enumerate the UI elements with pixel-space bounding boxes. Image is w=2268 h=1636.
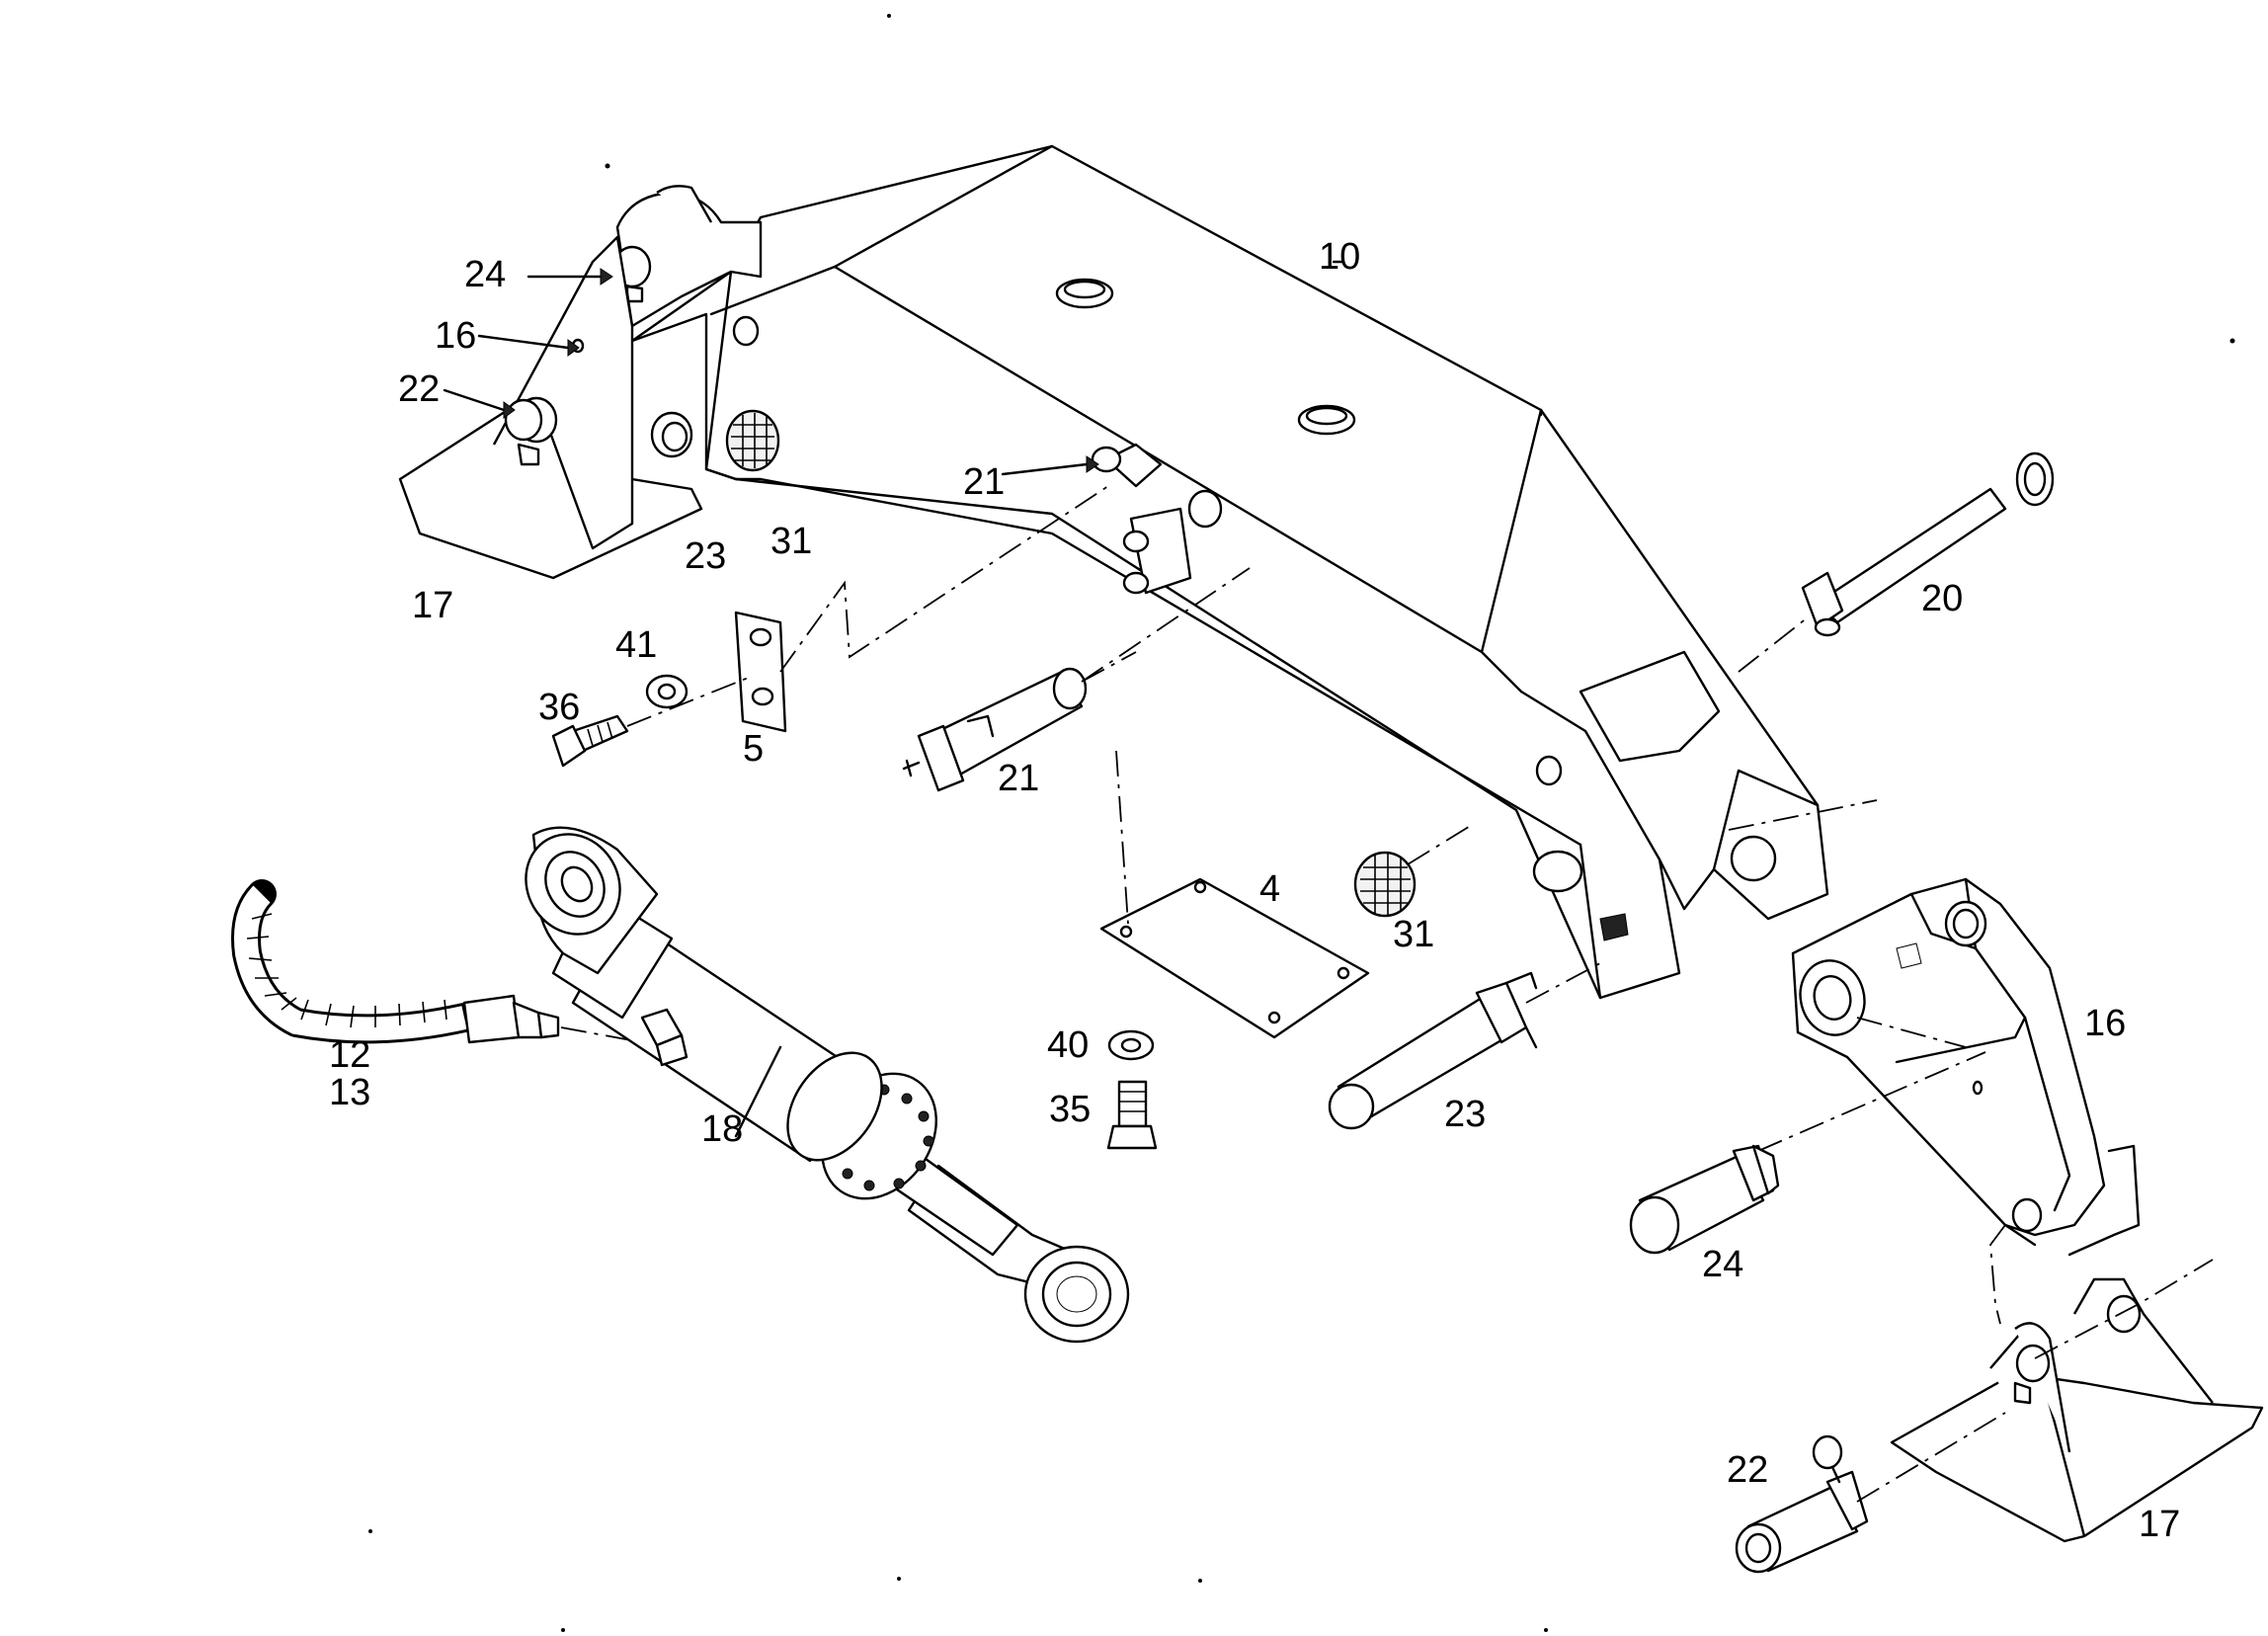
label-22-bottom: 22 (1727, 1449, 1768, 1491)
label-4: 4 (1259, 868, 1280, 910)
label-21-top: 21 (963, 461, 1005, 503)
label-5: 5 (743, 728, 764, 770)
label-20: 20 (1921, 578, 1963, 619)
pin-23 (1328, 971, 1538, 1130)
label-12: 12 (329, 1034, 370, 1076)
hose-12-13 (231, 879, 560, 1044)
label-35: 35 (1049, 1089, 1091, 1130)
bolt-36 (551, 714, 629, 768)
pin-22 (1735, 1434, 1869, 1574)
label-40: 40 (1047, 1024, 1089, 1066)
link-16 (1791, 877, 2141, 1257)
label-10: 10 (1319, 236, 1360, 278)
foot-bracket-left (398, 235, 703, 580)
label-17-top: 17 (412, 585, 453, 626)
label-31-bottom: 31 (1393, 914, 1434, 955)
label-22-top: 22 (398, 368, 440, 410)
scan-specks (368, 14, 2235, 1632)
label-13: 13 (329, 1072, 370, 1113)
washer-40 (1107, 1029, 1155, 1061)
label-23-top: 23 (685, 535, 726, 577)
label-18: 18 (701, 1108, 743, 1150)
label-16-top: 16 (435, 315, 476, 357)
label-24-top: 24 (464, 254, 506, 295)
bolt-35 (1106, 1080, 1158, 1150)
foot-bracket-right (1890, 1277, 2264, 1543)
label-16-right: 16 (2084, 1003, 2126, 1044)
label-31-top: 31 (770, 521, 812, 562)
label-21-bottom: 21 (998, 758, 1039, 799)
label-17-bottom: 17 (2139, 1504, 2180, 1545)
label-24-bottom: 24 (1702, 1244, 1743, 1285)
label-36: 36 (538, 687, 580, 728)
pin-24 (1629, 1144, 1780, 1255)
hydraulic-cylinder-18 (525, 826, 1130, 1344)
washer-41 (645, 674, 688, 709)
plate-5 (734, 611, 787, 733)
label-41: 41 (615, 624, 657, 666)
leader-lines (443, 260, 1345, 476)
label-23-bottom: 23 (1444, 1094, 1486, 1135)
pin-21 (902, 667, 1088, 792)
callout-labels: 10 24 16 22 23 31 17 21 21 41 36 5 20 4 … (329, 236, 2180, 1545)
plug-31 (1353, 851, 1417, 918)
boom-frame (612, 144, 1829, 1000)
cover-plate-4 (1099, 877, 1370, 1039)
pin-20 (1801, 451, 2055, 637)
